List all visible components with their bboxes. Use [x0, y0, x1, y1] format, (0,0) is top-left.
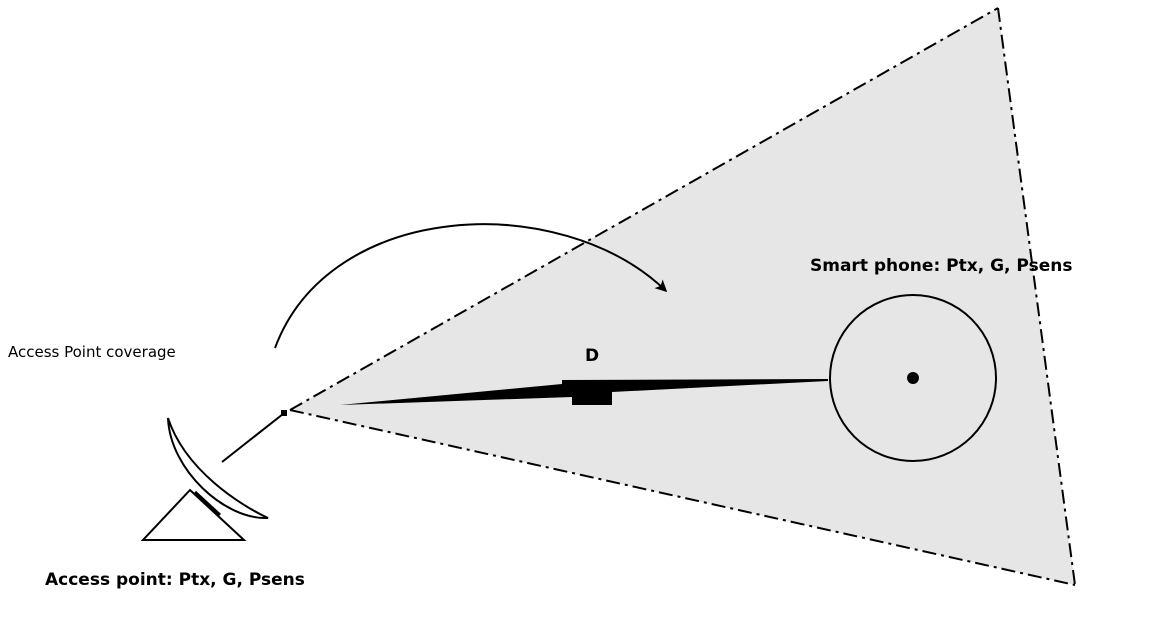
access-point-feed-tip	[281, 410, 287, 416]
link-bolt	[340, 379, 828, 405]
access-point-dish-icon	[167, 417, 269, 520]
access-point-feed-arm	[221, 413, 284, 463]
smartphone-dot	[907, 372, 919, 384]
access-point-mount	[193, 490, 222, 517]
coverage-edge-upper	[289, 7, 999, 411]
access-point-base-icon	[140, 488, 247, 541]
smartphone-circle	[829, 294, 997, 462]
coverage-area	[290, 8, 1075, 585]
smartphone-label: Smart phone: Ptx, G, Psens	[810, 256, 1073, 276]
coverage-arrow	[274, 223, 668, 349]
coverage-label: Access Point coverage	[8, 343, 176, 361]
access-point-label: Access point: Ptx, G, Psens	[45, 570, 305, 590]
coverage-edge-right	[997, 7, 1076, 586]
distance-label: D	[585, 346, 600, 366]
